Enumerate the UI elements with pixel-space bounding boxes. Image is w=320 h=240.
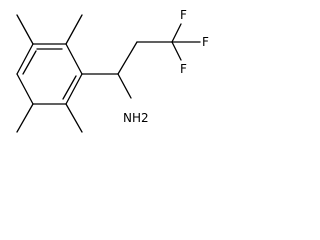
ring-double-bond-left xyxy=(22,50,37,75)
fluorine-label-top: F xyxy=(180,8,187,22)
ring-bond-2 xyxy=(65,73,83,105)
chemical-structure-diagram: F F F NH2 xyxy=(16,8,209,133)
ring-bond-1 xyxy=(65,43,83,75)
amine-label: NH2 xyxy=(123,111,149,125)
cf-bond-bottom xyxy=(171,41,182,61)
cf-bond-top xyxy=(171,23,182,43)
methyl-bond-top-left xyxy=(16,14,34,45)
methyl-groups xyxy=(16,14,83,133)
trifluoromethyl-group xyxy=(171,23,201,61)
fluorine-label-bottom: F xyxy=(180,62,187,76)
side-chain xyxy=(81,41,173,99)
methyl-bond-top-right xyxy=(65,14,83,45)
methyl-bond-bottom-right xyxy=(65,103,83,133)
benzene-ring xyxy=(16,43,83,105)
ring-bond-4 xyxy=(16,73,34,105)
chain-bond-ch-to-ch2 xyxy=(117,41,138,75)
fluorine-label-right: F xyxy=(202,35,209,49)
ring-bond-5 xyxy=(16,43,34,75)
chain-bond-ch-to-nh2 xyxy=(117,73,132,99)
methyl-bond-bottom-left xyxy=(16,103,34,133)
ring-double-bond-right xyxy=(62,75,77,100)
